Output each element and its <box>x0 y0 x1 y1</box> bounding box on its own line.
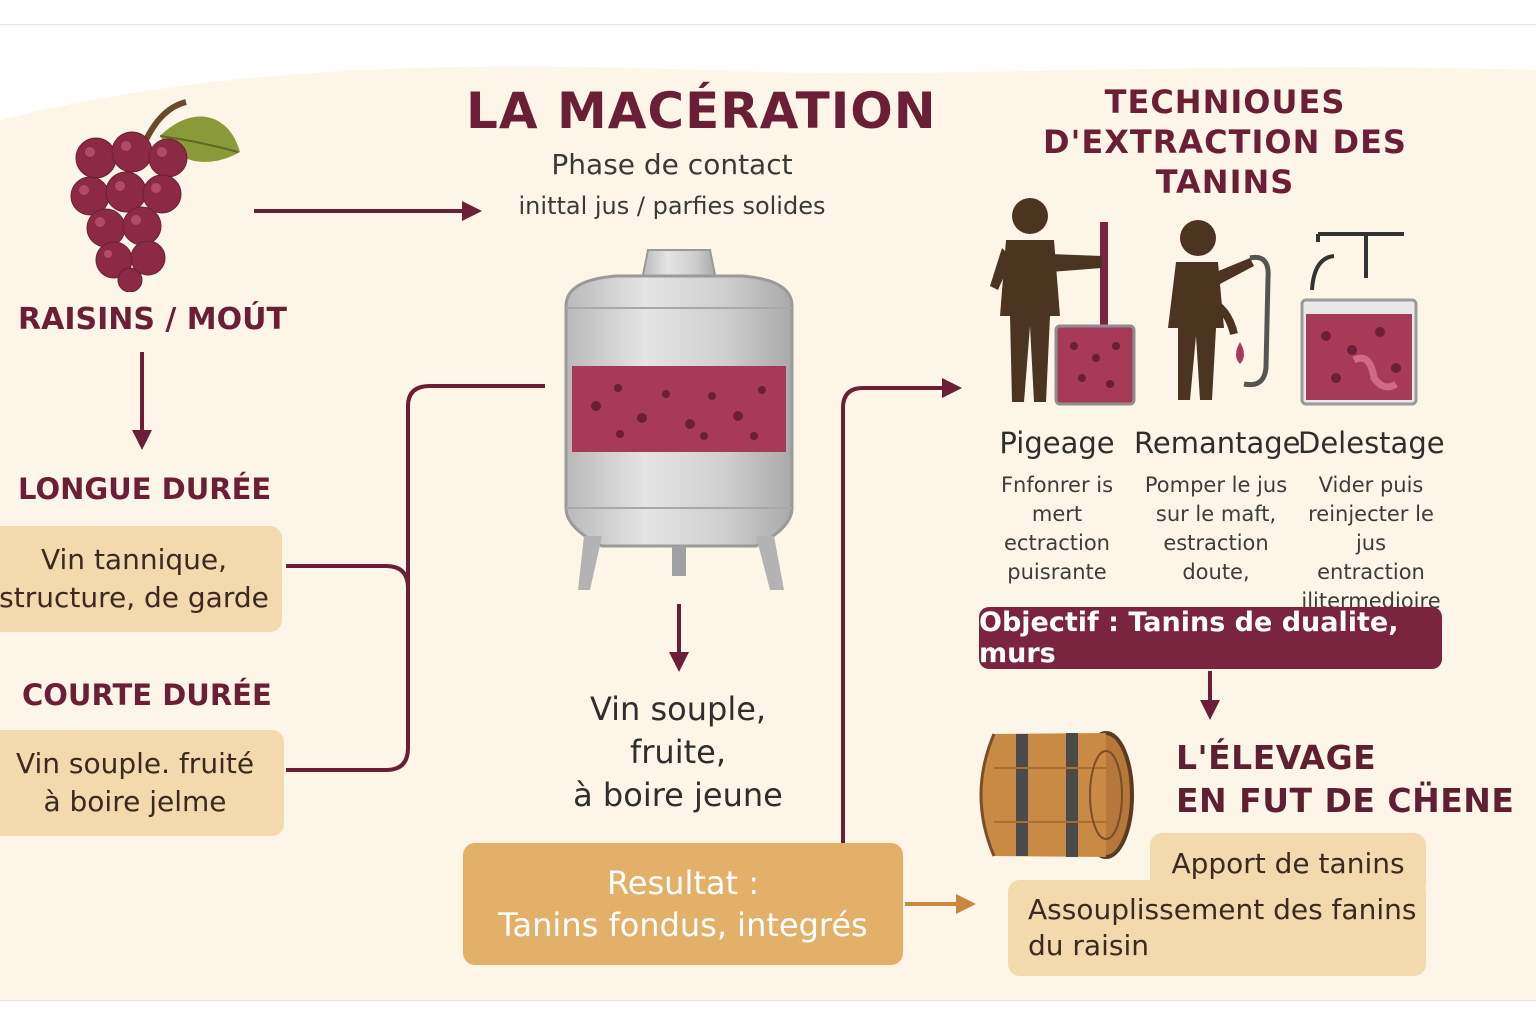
elevage-title-line-2: EN FUT DE CḦENE <box>1176 781 1515 820</box>
desc-line: entraction <box>1317 560 1425 584</box>
grapes-icon <box>70 99 240 292</box>
elevage-title: L'ÉLEVAGE EN FUT DE CḦENE <box>1176 736 1514 822</box>
subtitle-line-1: Phase de contact <box>551 148 793 181</box>
desc-line: ectraction <box>1004 531 1110 555</box>
objectif-banner: Objectif : Tanins de dualite, murs <box>979 607 1442 669</box>
tank-result-line-1: Vin souple, <box>589 690 767 728</box>
oak-barrel-icon <box>979 731 1134 859</box>
desc-line: Fnfonrer is mert <box>1000 473 1114 526</box>
elevage-title-line-1: L'ÉLEVAGE <box>1176 738 1377 777</box>
raisins-label: RAISINS / MOÚT <box>18 302 287 337</box>
courte-duree-box: Vin souple. fruité à boire jelme <box>0 730 284 836</box>
assouplissement-box: Assouplissement des fanins du raisin <box>1008 880 1426 976</box>
longue-box-line-2: structure, de garde <box>0 581 269 614</box>
resultat-box: Resultat : Tanins fondus, integrés <box>463 843 903 965</box>
longue-box-line-1: Vin tannique, <box>40 543 228 576</box>
resultat-line-2: Tanins fondus, integrés <box>498 906 868 944</box>
page-title: LA MACÉRATION <box>466 82 937 140</box>
tank-result-line-2: fruite, <box>630 733 726 771</box>
desc-line: puisrante <box>1007 560 1107 584</box>
delestage-figure-icon <box>1300 232 1418 406</box>
fermentation-tank-icon <box>564 249 794 590</box>
technique-desc-delestage: Vider puis reinjecter le jus entraction … <box>1292 471 1450 616</box>
techniques-title: TECHNIOUES D'EXTRACTION DES TANINS <box>1043 83 1407 201</box>
top-divider <box>0 24 1536 25</box>
arrow-to-techniques <box>841 378 962 843</box>
resultat-line-1: Resultat : <box>607 864 759 902</box>
bracket-durations <box>286 384 545 772</box>
pigeage-figure-icon <box>990 198 1136 406</box>
desc-line: Vider puis <box>1318 473 1424 497</box>
technique-name-remontage: Remantage <box>1134 426 1301 460</box>
desc-line: reinjecter le jus <box>1308 502 1434 555</box>
technique-name-delestage: Delestage <box>1298 426 1445 460</box>
longue-duree-label: LONGUE DURÉE <box>18 472 272 506</box>
courte-duree-label: COURTE DURÉE <box>22 678 272 712</box>
courte-box-line-1: Vin souple. fruité <box>15 747 255 780</box>
bottom-divider <box>0 1000 1536 1001</box>
desc-line: Pomper le jus <box>1144 473 1288 497</box>
technique-name-pigeage: Pigeage <box>999 426 1115 460</box>
courte-box-line-2: à boire jelme <box>43 785 227 818</box>
assoup-line-1: Assouplissement des fanins <box>1028 893 1417 926</box>
assoup-line-2: du raisin <box>1028 929 1149 962</box>
technique-desc-pigeage: Fnfonrer is mert ectraction puisrante <box>976 471 1138 587</box>
desc-line: estraction <box>1163 531 1269 555</box>
desc-line: doute, <box>1182 560 1250 584</box>
tank-result-line-3: à boire jeune <box>573 776 783 814</box>
desc-line: sur le maft, <box>1155 502 1277 526</box>
tank-result-text: Vin souple, fruite, à boire jeune <box>540 688 816 817</box>
subtitle-line-2: inittal jus / parfies solides <box>518 192 826 220</box>
longue-duree-box: Vin tannique, structure, de garde <box>0 526 282 632</box>
technique-desc-remontage: Pomper le jus sur le maft, estraction do… <box>1140 471 1292 587</box>
remontage-figure-icon <box>1168 220 1271 400</box>
apport-text: Apport de tanins <box>1171 847 1405 880</box>
